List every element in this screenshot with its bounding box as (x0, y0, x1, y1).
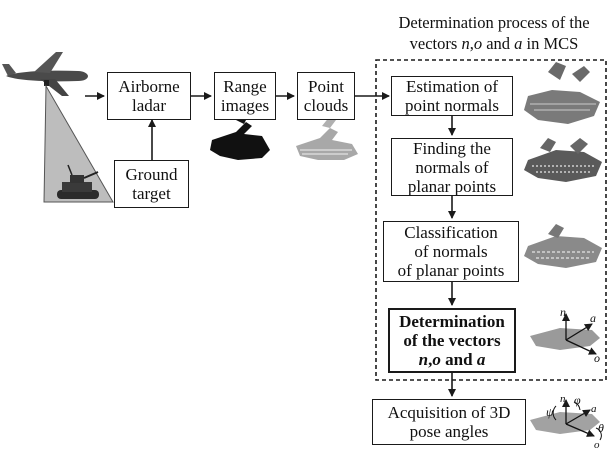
estimation-box: Estimation of point normals (391, 76, 513, 116)
classification-box: Classification of normals of planar poin… (383, 221, 519, 282)
ground-target-tank-icon (57, 164, 99, 199)
axis-label-a: a (590, 311, 596, 325)
angle-label-phi: φ (574, 393, 581, 407)
pose-axis-label-o: o (594, 439, 600, 451)
point-clouds-label: Point clouds (303, 77, 349, 115)
angle-label-psi: ψ (546, 405, 554, 419)
angle-label-theta: θ (598, 421, 604, 435)
axis-label-n: n (560, 305, 566, 319)
acquisition-box: Acquisition of 3D pose angles (372, 399, 526, 445)
pose-axis-label-n: n (560, 393, 566, 405)
airplane-icon (2, 52, 88, 96)
classified-normals-thumbnail (524, 224, 602, 268)
mcs-dashed-region (375, 59, 607, 381)
pose-axis-label-a: a (591, 403, 597, 415)
finding-normals-label: Finding the normals of planar points (407, 138, 497, 196)
acquisition-label: Acquisition of 3D pose angles (387, 403, 511, 441)
classification-label: Classification of normals of planar poin… (397, 223, 505, 280)
axis-label-o: o (594, 351, 600, 365)
mcs-process-title: Determination process of the vectors n,o… (376, 12, 609, 54)
ground-target-box: Ground target (114, 160, 189, 208)
airborne-ladar-box: Airborne ladar (107, 72, 191, 120)
range-images-box: Range images (214, 72, 276, 120)
airborne-ladar-label: Airborne ladar (118, 77, 180, 115)
determination-box: Determination of the vectors n,o and a (388, 308, 516, 373)
ground-target-label: Ground target (125, 165, 178, 203)
planar-normals-thumbnail (524, 138, 602, 182)
range-images-label: Range images (220, 77, 270, 115)
estimation-label: Estimation of point normals (405, 77, 499, 115)
point-cloud-thumbnail (296, 116, 358, 160)
vectors-noa-thumbnail: n a o (530, 305, 600, 365)
finding-normals-box: Finding the normals of planar points (391, 138, 513, 196)
point-clouds-box: Point clouds (297, 72, 355, 120)
title-line-2: vectors n,o and a in MCS (409, 34, 579, 53)
pose-angles-thumbnail: n a o ψ φ θ (530, 393, 604, 451)
point-normals-thumbnail (524, 62, 600, 124)
title-line-1: Determination process of the (398, 13, 590, 32)
determination-label: Determination of the vectors n,o and a (399, 312, 505, 369)
